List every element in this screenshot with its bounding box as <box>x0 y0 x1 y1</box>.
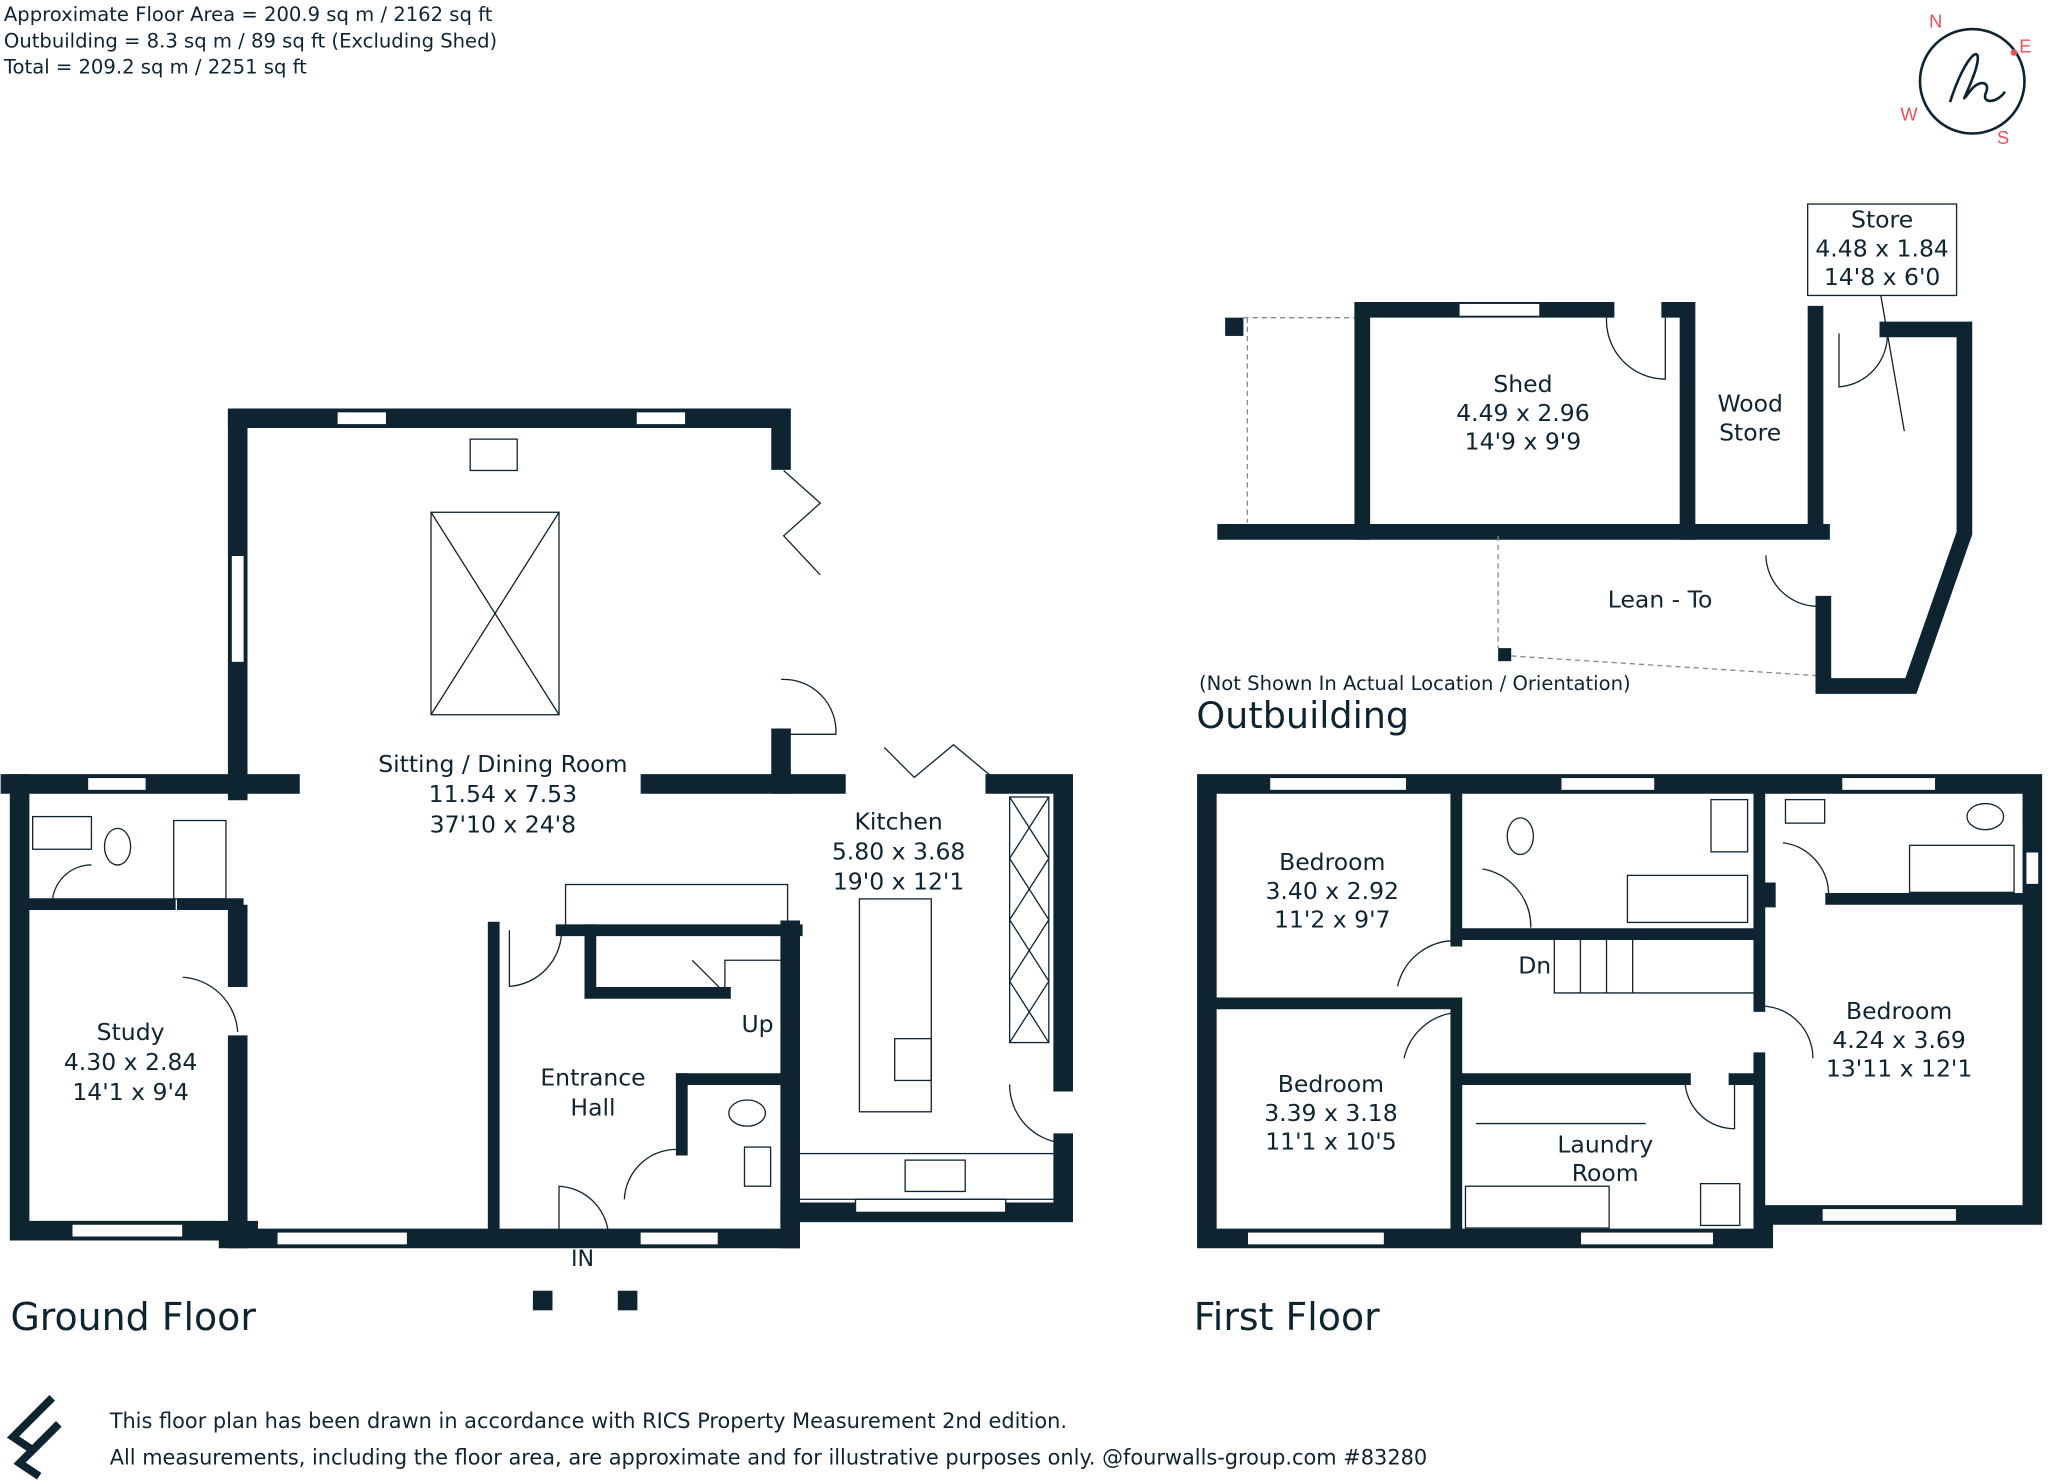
study-imperial: 14'1 x 9'4 <box>72 1078 189 1106</box>
entrance-hall-label-2: Hall <box>570 1094 615 1122</box>
laundry-room-label-2: Room <box>1572 1159 1639 1187</box>
study-label: Study <box>97 1018 165 1046</box>
bedroom-3-imperial: 13'11 x 12'1 <box>1826 1055 1972 1083</box>
stairs-down-label: Dn <box>1518 951 1551 979</box>
compass-n: N <box>1929 11 1942 32</box>
sitting-room-imperial: 37'10 x 24'8 <box>430 810 576 838</box>
outbuilding-title: Outbuilding <box>1196 694 1409 737</box>
entrance-in-label: IN <box>571 1246 594 1272</box>
total-area-text: Total = 209.2 sq m / 2251 sq ft <box>3 55 307 78</box>
first-floor-title: First Floor <box>1194 1295 1380 1339</box>
wood-store-label: Wood <box>1717 390 1783 418</box>
compass-w: W <box>1900 103 1918 124</box>
footer-disclaimer: All measurements, including the floor ar… <box>110 1445 1427 1469</box>
kitchen-imperial: 19'0 x 12'1 <box>833 868 964 896</box>
compass-s: S <box>1997 127 2009 148</box>
kitchen-label: Kitchen <box>854 808 942 836</box>
floor-area-text: Approximate Floor Area = 200.9 sq m / 21… <box>4 3 493 26</box>
bedroom-1-label: Bedroom <box>1279 848 1385 876</box>
ground-floor-plan: Sitting / Dining Room 11.54 x 7.53 37'10… <box>0 408 1073 1339</box>
store-metric: 4.48 x 1.84 <box>1815 234 1949 262</box>
stairs-up-label: Up <box>741 1010 773 1038</box>
ground-floor-title: Ground Floor <box>10 1295 256 1339</box>
compass-logo-icon: N E W S <box>1900 11 2031 148</box>
wood-store-label-2: Store <box>1719 418 1781 446</box>
shed-label: Shed <box>1493 370 1552 398</box>
area-summary: Approximate Floor Area = 200.9 sq m / 21… <box>3 3 497 78</box>
store-label: Store <box>1851 206 1913 234</box>
shed-imperial: 14'9 x 9'9 <box>1465 428 1582 456</box>
outbuilding-plan: Store 4.48 x 1.84 14'8 x 6'0 Shed 4.49 x… <box>1196 203 1973 737</box>
bedroom-2-imperial: 11'1 x 10'5 <box>1265 1128 1396 1156</box>
shed-metric: 4.49 x 2.96 <box>1456 399 1590 427</box>
sitting-room-metric: 11.54 x 7.53 <box>429 780 577 808</box>
kitchen-metric: 5.80 x 3.68 <box>832 838 966 866</box>
sitting-room-label: Sitting / Dining Room <box>378 750 627 778</box>
fourwalls-logo-icon <box>6 1395 62 1480</box>
footer-rics-note: This floor plan has been drawn in accord… <box>109 1409 1067 1433</box>
study-metric: 4.30 x 2.84 <box>64 1048 198 1076</box>
entrance-hall-label: Entrance <box>540 1064 645 1092</box>
bedroom-1-metric: 3.40 x 2.92 <box>1265 877 1399 905</box>
bedroom-2-label: Bedroom <box>1278 1070 1384 1098</box>
footer: This floor plan has been drawn in accord… <box>6 1395 1427 1480</box>
bedroom-1-imperial: 11'2 x 9'7 <box>1274 906 1391 934</box>
outbuilding-note: (Not Shown In Actual Location / Orientat… <box>1199 672 1631 695</box>
lean-to-label: Lean - To <box>1608 586 1713 614</box>
outbuilding-area-text: Outbuilding = 8.3 sq m / 89 sq ft (Exclu… <box>4 29 497 52</box>
bedroom-3-label: Bedroom <box>1846 997 1952 1025</box>
compass-e: E <box>2019 36 2031 57</box>
bedroom-3-metric: 4.24 x 3.69 <box>1832 1026 1966 1054</box>
store-imperial: 14'8 x 6'0 <box>1824 263 1941 291</box>
bedroom-2-metric: 3.39 x 3.18 <box>1264 1099 1398 1127</box>
laundry-room-label: Laundry <box>1557 1130 1653 1158</box>
first-floor-plan: Bedroom 3.40 x 2.92 11'2 x 9'7 Bedroom 3… <box>1194 774 2043 1339</box>
